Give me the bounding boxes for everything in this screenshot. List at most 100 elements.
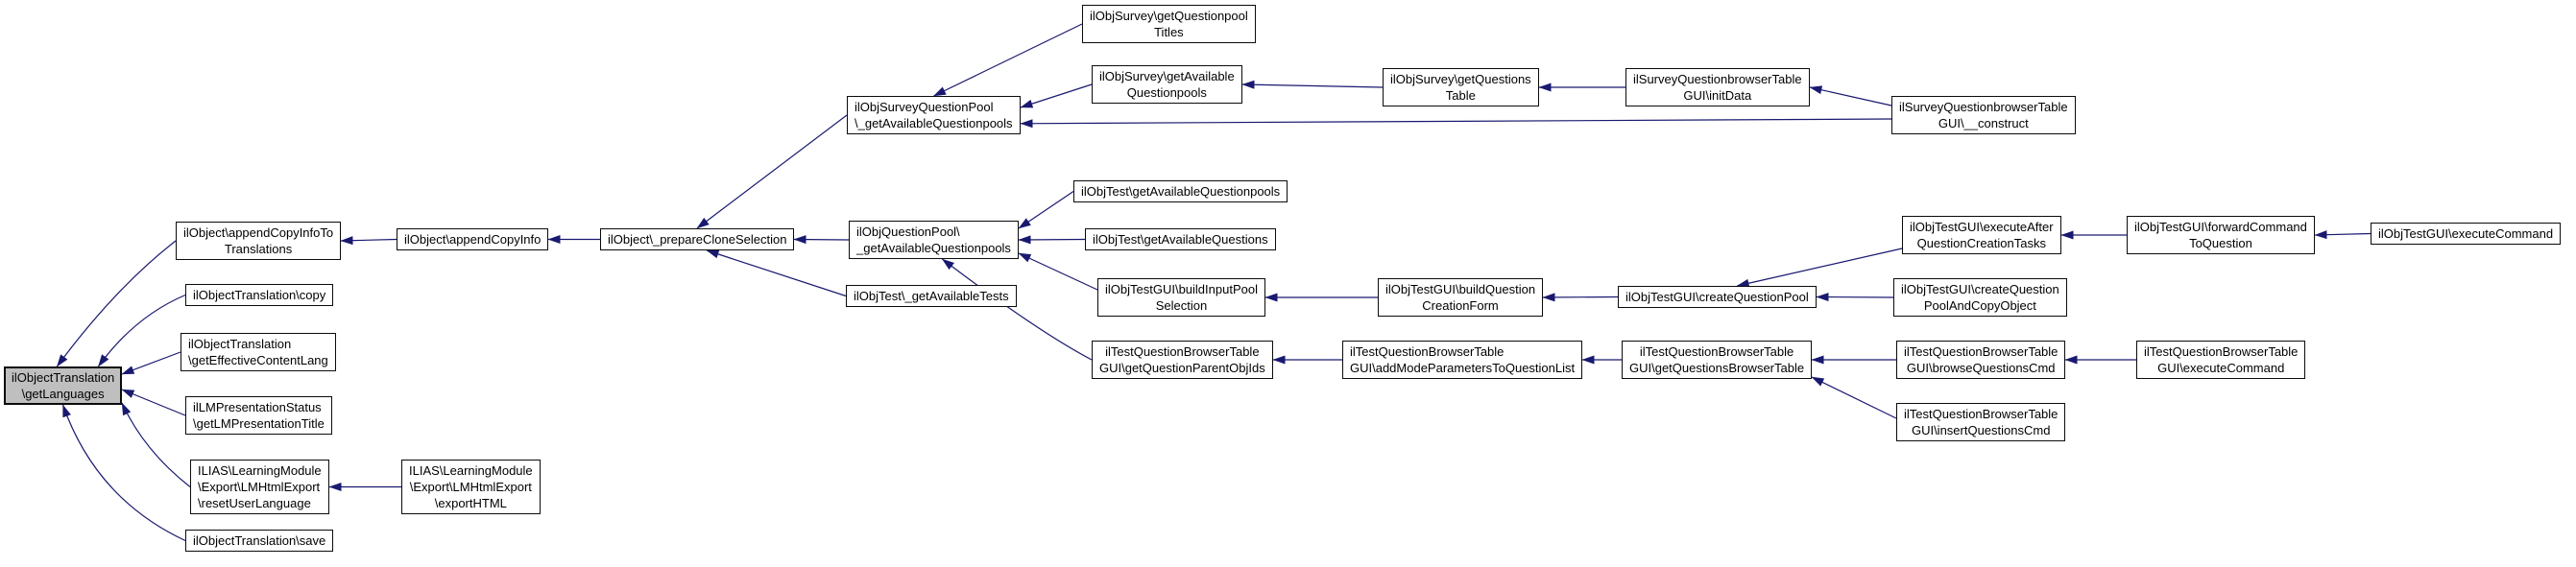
edge-append-copy-info--append-copy-info-to-translations: [340, 236, 397, 246]
node-label-line: PoolAndCopyObject: [1923, 298, 2036, 313]
node-label-line: \resetUserLanguage: [198, 496, 311, 510]
node-label-line: Selection: [1155, 298, 1208, 313]
node-label-line: ilSurveyQuestionbrowserTable: [1633, 72, 1802, 86]
node-label-line: ilObjTestGUI\buildQuestion: [1385, 282, 1536, 296]
edge-survey-get-available-questionpools--survey-qp-get-available-questionpools: [1020, 83, 1093, 108]
node-label-line: ilSurveyQuestionbrowserTable: [1899, 100, 2068, 114]
node-label-line: GUI\insertQuestionsCmd: [1911, 423, 2051, 437]
node-label-line: ilObject\appendCopyInfo: [404, 232, 542, 247]
graph-node-prepare-clone-selection[interactable]: ilObject\_prepareCloneSelection: [600, 228, 795, 250]
edge-test-get-available-questions--qp-get-available-questionpools: [1018, 235, 1086, 245]
node-label-line: ILIAS\LearningModule: [198, 463, 322, 478]
node-label-line: GUI\addModeParametersToQuestionList: [1350, 361, 1576, 375]
node-label-line: ilTestQuestionBrowserTable: [1904, 407, 2058, 421]
node-label-line: _getAvailableQuestionpools: [856, 241, 1011, 255]
node-label-line: ilObject\appendCopyInfoTo: [183, 225, 334, 240]
edge-survey-qbt-construct--survey-qbt-init-data: [1809, 85, 1892, 106]
graph-node-reset-user-language[interactable]: ILIAS\LearningModule \Export\LMHtmlExport…: [190, 460, 329, 514]
edge-object-translation-copy--get-languages: [97, 294, 186, 367]
node-label-line: ilObjectTranslation\save: [193, 533, 326, 548]
graph-node-object-translation-save[interactable]: ilObjectTranslation\save: [185, 530, 334, 552]
graph-node-get-languages[interactable]: ilObjectTranslation\getLanguages: [4, 366, 123, 405]
graph-node-qp-get-available-questionpools[interactable]: ilObjQuestionPool\ _getAvailableQuestionp…: [849, 221, 1019, 259]
node-label-line: ilObjTestGUI\executeAfter: [1910, 220, 2054, 234]
node-label-line: Titles: [1154, 25, 1184, 39]
edge-create-question-pool--build-question-creation-form: [1542, 293, 1619, 302]
edge-survey-qbt-construct--survey-qp-get-available-questionpools: [1020, 118, 1892, 129]
edge-qp-get-available-questionpools--prepare-clone-selection: [793, 235, 850, 245]
node-label-line: ilObjectTranslation: [12, 370, 115, 385]
node-label-line: ilTestQuestionBrowserTable: [1105, 344, 1260, 359]
edge-get-lm-presentation-title--get-languages: [121, 389, 186, 416]
node-label-line: ilObjSurvey\getQuestionpool: [1090, 9, 1248, 23]
node-label-line: ilTestQuestionBrowserTable: [1904, 344, 2058, 359]
graph-node-object-translation-copy[interactable]: ilObjectTranslation\copy: [185, 284, 334, 306]
node-label-line: ilObjTestGUI\createQuestion: [1901, 282, 2059, 296]
node-label-line: ilObjTestGUI\executeCommand: [2378, 226, 2554, 241]
node-label-line: GUI\__construct: [1938, 116, 2029, 130]
node-label-line: CreationForm: [1422, 298, 1499, 313]
node-label-line: GUI\initData: [1683, 88, 1752, 103]
edge-object-translation-save--get-languages: [61, 404, 186, 542]
edge-get-question-parent-obj-ids--qp-get-available-questionpools: [941, 258, 1093, 361]
graph-node-append-copy-info[interactable]: ilObject\appendCopyInfo: [397, 228, 549, 250]
node-label-line: ilObjTestGUI\buildInputPool: [1105, 282, 1258, 296]
node-label-line: ilObjQuestionPool\: [856, 224, 960, 239]
node-label-line: Questionpools: [1126, 85, 1207, 100]
node-label-line: \_getAvailableQuestionpools: [855, 116, 1013, 130]
node-label-line: ilObjTestGUI\createQuestionPool: [1625, 290, 1809, 304]
graph-node-get-effective-content-lang[interactable]: ilObjectTranslation \getEffectiveContentL…: [181, 333, 336, 371]
node-label-line: ilObjTestGUI\forwardCommand: [2134, 220, 2307, 234]
edge-insert-questions-cmd--get-questions-browser-table: [1811, 376, 1897, 419]
edge-reset-user-language--get-languages: [121, 402, 191, 487]
edge-survey-get-questionpool-titles--survey-qp-get-available-questionpools: [933, 23, 1083, 97]
node-label-line: ilObjTest\getAvailableQuestionpools: [1081, 184, 1281, 199]
graph-node-test-get-available-questionpools[interactable]: ilObjTest\getAvailableQuestionpools: [1073, 180, 1288, 202]
graph-node-test-get-available-tests[interactable]: ilObjTest\_getAvailableTests: [846, 285, 1017, 307]
node-label-line: ilTestQuestionBrowserTable: [1350, 344, 1505, 359]
graph-node-test-get-available-questions[interactable]: ilObjTest\getAvailableQuestions: [1085, 228, 1276, 250]
node-label-line: ilTestQuestionBrowserTable: [1639, 344, 1794, 359]
graph-node-create-question-pool[interactable]: ilObjTestGUI\createQuestionPool: [1618, 286, 1817, 308]
node-label-line: \exportHTML: [434, 496, 507, 510]
node-label-line: ilObjSurveyQuestionPool: [855, 100, 994, 114]
edge-get-effective-content-lang--get-languages: [121, 351, 181, 375]
graph-node-get-lm-presentation-title[interactable]: ilLMPresentationStatus\getLMPresentation…: [185, 396, 332, 435]
graph-node-export-html[interactable]: ILIAS\LearningModule\Export\LMHtmlExport…: [401, 460, 541, 514]
graph-node-survey-qp-get-available-questionpools[interactable]: ilObjSurveyQuestionPool \_getAvailableQue…: [847, 96, 1021, 134]
edge-build-input-pool-selection--qp-get-available-questionpools: [1018, 252, 1098, 291]
edge-append-copy-info-to-translations--get-languages: [56, 240, 177, 367]
node-label-line: \Export\LMHtmlExport: [198, 480, 321, 494]
node-label-line: GUI\browseQuestionsCmd: [1906, 361, 2056, 375]
node-label-line: GUI\getQuestionsBrowserTable: [1629, 361, 1805, 375]
node-label-line: Table: [1445, 88, 1476, 103]
node-label-line: GUI\getQuestionParentObjIds: [1099, 361, 1265, 375]
graph-node-test-gui-execute-command[interactable]: ilObjTestGUI\executeCommand: [2371, 223, 2562, 245]
node-label-line: ilObjSurvey\getAvailable: [1099, 69, 1235, 83]
node-label-line: \Export\LMHtmlExport: [409, 480, 532, 494]
node-label-line: ilObjectTranslation: [188, 337, 292, 351]
node-label-line: \getEffectiveContentLang: [188, 353, 328, 367]
node-label-line: GUI\executeCommand: [2157, 361, 2285, 375]
node-label-line: Translations: [224, 242, 293, 256]
node-label-line: QuestionCreationTasks: [1916, 236, 2046, 250]
